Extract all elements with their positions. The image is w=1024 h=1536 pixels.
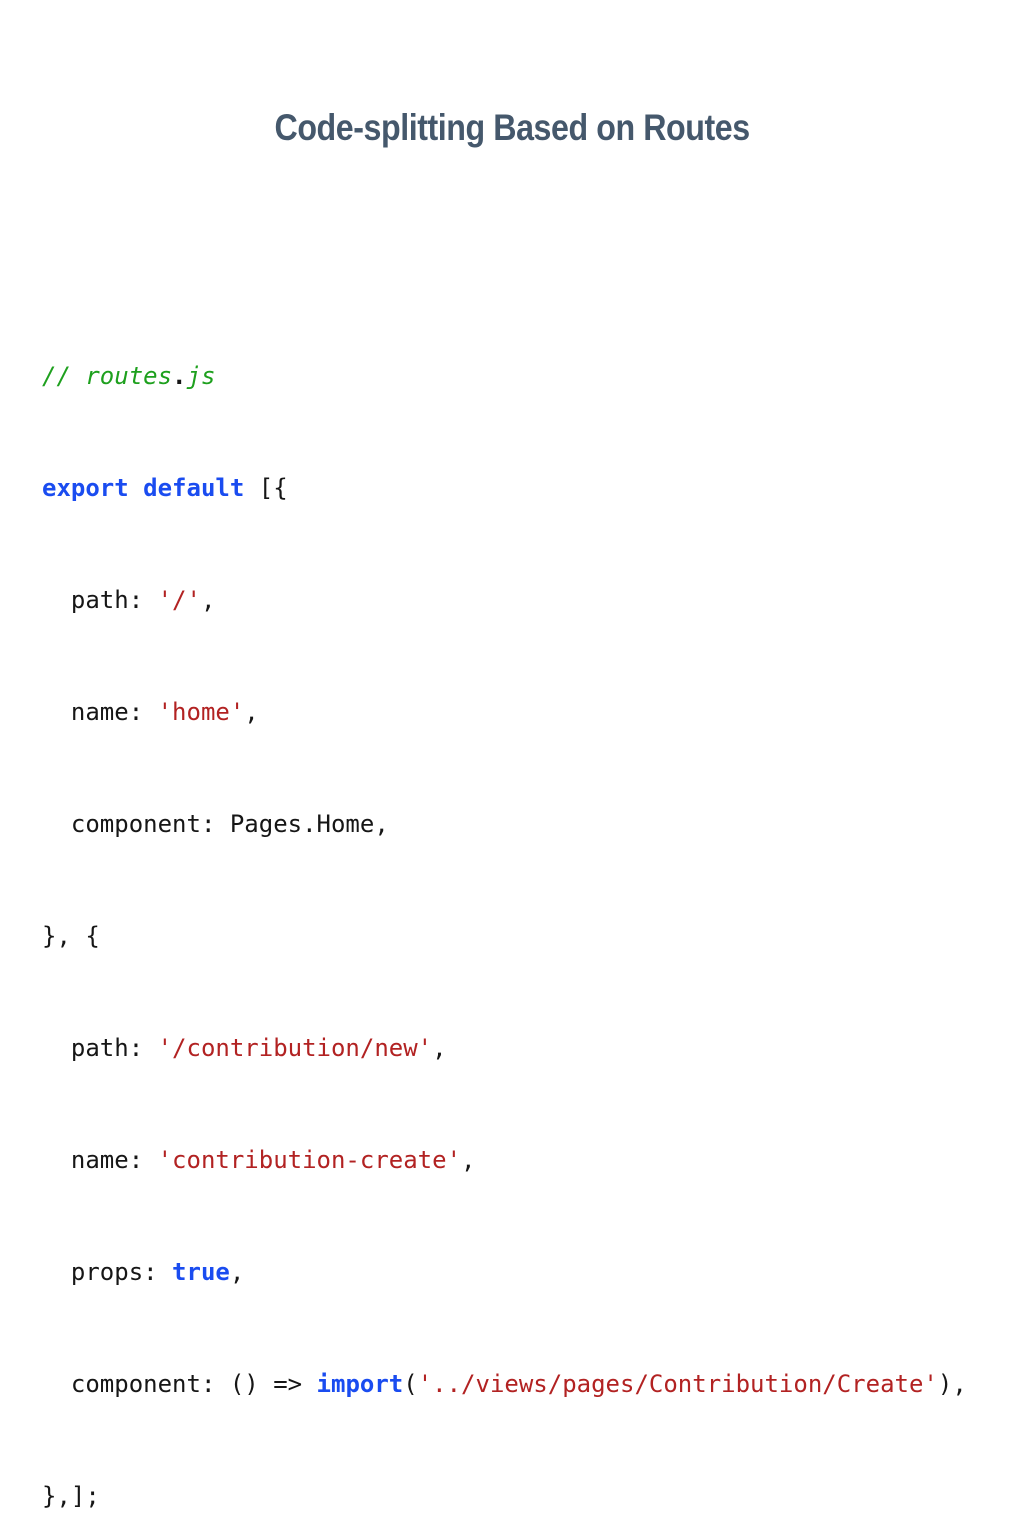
code-token-plain: , [229,1258,245,1286]
code-token-string: 'home' [157,698,245,726]
code-token-punctuation: . [172,362,187,390]
code-block: // routes.js export default [{ path: '/'… [42,278,967,1536]
code-line: props: true, [42,1258,967,1286]
code-line: name: 'contribution-create', [42,1146,967,1174]
code-token-plain: , [200,586,216,614]
code-token-keyword: import [316,1370,404,1398]
code-line: }, { [42,922,967,950]
code-token-plain: [{ [244,474,288,502]
code-line: component: () => import('../views/pages/… [42,1370,967,1398]
slide-title: Code-splitting Based on Routes [0,109,1024,146]
code-token-plain: path: [42,1034,158,1062]
code-token-plain: name: [42,1146,158,1174]
code-token-plain: }, { [42,922,100,950]
code-token-plain: },]; [42,1482,100,1510]
code-line: name: 'home', [42,698,967,726]
code-token-keyword: true [172,1258,230,1286]
code-line: component: Pages.Home, [42,810,967,838]
code-token-plain: component: Pages.Home, [42,810,389,838]
code-token-plain: name: [42,698,158,726]
code-token-string: '/contribution/new' [157,1034,433,1062]
code-token-comment: js [186,362,216,390]
code-token-plain: component: () => [42,1370,317,1398]
code-line: // routes.js [42,362,967,390]
code-line: path: '/', [42,586,967,614]
code-token-plain: path: [42,586,158,614]
code-token-plain: , [244,698,259,726]
slide-title-text: Code-splitting Based on Routes [274,106,750,148]
code-token-plain: props: [42,1258,173,1286]
code-token-string: 'contribution-create' [157,1146,462,1174]
code-line: },]; [42,1482,967,1510]
code-line: path: '/contribution/new', [42,1034,967,1062]
code-token-string: '/' [157,586,201,614]
code-token-string: '../views/pages/Contribution/Create' [417,1370,938,1398]
slide: Code-splitting Based on Routes // routes… [0,108,1024,1510]
code-token-plain: ), [937,1370,967,1398]
code-line: export default [{ [42,474,967,502]
code-token-keyword: export default [42,474,245,502]
code-token-plain: , [461,1146,476,1174]
code-token-plain: , [432,1034,447,1062]
code-token-plain: ( [403,1370,418,1398]
code-token-comment: // routes [42,362,173,390]
